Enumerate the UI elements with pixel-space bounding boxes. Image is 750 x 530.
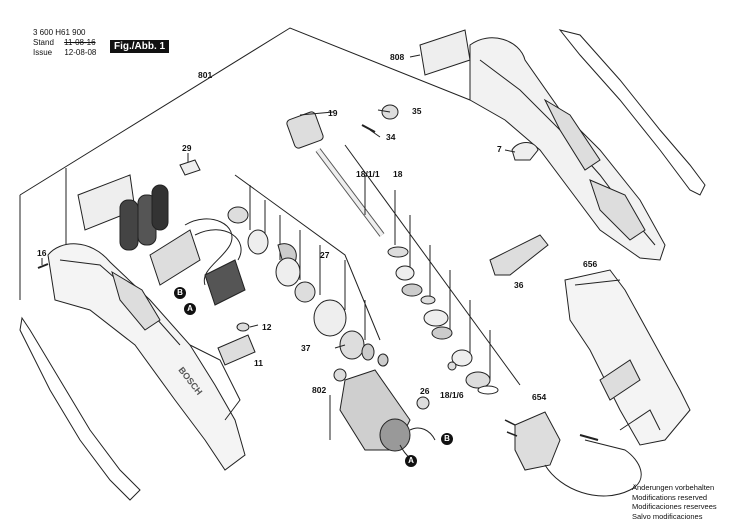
part-label-18: 18: [393, 169, 403, 179]
part-label-18-1-1: 18/1/1: [356, 169, 380, 179]
battery-pack: [564, 269, 691, 446]
leader-19: [299, 111, 334, 116]
marker-a-lower: A: [405, 455, 417, 467]
part-label-34: 34: [386, 132, 396, 142]
note-de: Änderungen vorbehalten: [632, 483, 715, 492]
part-label-35: 35: [412, 106, 422, 116]
note-fr: Modificaciones reservees: [632, 502, 717, 511]
note-es: Salvo modificaciones: [632, 511, 703, 521]
part-label-808: 808: [390, 52, 405, 62]
part-label-27: 27: [320, 250, 330, 260]
figure-label: Fig./Abb. 1: [110, 40, 170, 53]
part-label-26: 26: [420, 386, 430, 396]
leader-37: [334, 344, 346, 349]
label-808: [419, 29, 471, 76]
marker-a-upper: A: [184, 303, 196, 315]
part-36-shape: [489, 234, 549, 276]
housing-right: [469, 37, 666, 261]
shaft-assembly: [286, 111, 385, 237]
leader-7: [504, 149, 516, 153]
seal-cord-right: [558, 29, 706, 196]
part-label-18-1-6: 18/1/6: [440, 390, 464, 400]
bracket-18: [344, 144, 521, 386]
date-old: 11-08-16: [64, 38, 96, 47]
part-7-shape: [511, 142, 539, 161]
modification-notes: Änderungen vorbehalten Modifications res…: [632, 483, 717, 521]
leader-801: [19, 27, 471, 196]
electronics: [149, 218, 246, 306]
battery-cells: [119, 184, 169, 251]
date-new: 12-08-08: [64, 48, 97, 57]
seal-cord-left: [19, 316, 141, 501]
leader-34: [369, 129, 381, 138]
gear-set: [227, 206, 389, 367]
part-label-37: 37: [301, 343, 311, 353]
part-12-shape: [236, 322, 250, 332]
part-11-shape: [217, 334, 256, 366]
gearbox-stack: [387, 246, 499, 410]
part-label-12: 12: [262, 322, 272, 332]
doc-number: 3 600 H61 900: [33, 28, 86, 37]
part-label-654: 654: [532, 392, 547, 402]
part-label-36: 36: [514, 280, 524, 290]
bracket-27: [234, 174, 381, 341]
issue-label: Issue: [33, 48, 53, 57]
motor: [333, 368, 436, 461]
part-label-29: 29: [182, 143, 192, 153]
part-16-shape: [37, 263, 49, 269]
stand-label: Stand: [33, 38, 54, 47]
part-34-shape: [361, 124, 376, 133]
part-label-16: 16: [37, 248, 47, 258]
note-en: Modifications reserved: [632, 492, 708, 502]
part-label-19: 19: [328, 108, 338, 118]
document-header: 3 600 H61 900 Stand 11-08-16 Issue 12-08…: [33, 28, 96, 58]
part-label-801: 801: [198, 70, 213, 80]
leader-35: [377, 109, 391, 113]
leader-12: [249, 324, 259, 328]
marker-b-upper: B: [174, 287, 186, 299]
leader-808: [409, 54, 421, 58]
part-29-shape: [179, 159, 201, 176]
part-label-11: 11: [254, 358, 263, 368]
housing-left: BOSCH: [47, 243, 246, 471]
part-label-7: 7: [497, 144, 502, 154]
marker-b-lower: B: [441, 433, 453, 445]
charger: [504, 411, 642, 497]
part-label-802: 802: [312, 385, 327, 395]
part-label-656: 656: [583, 259, 598, 269]
